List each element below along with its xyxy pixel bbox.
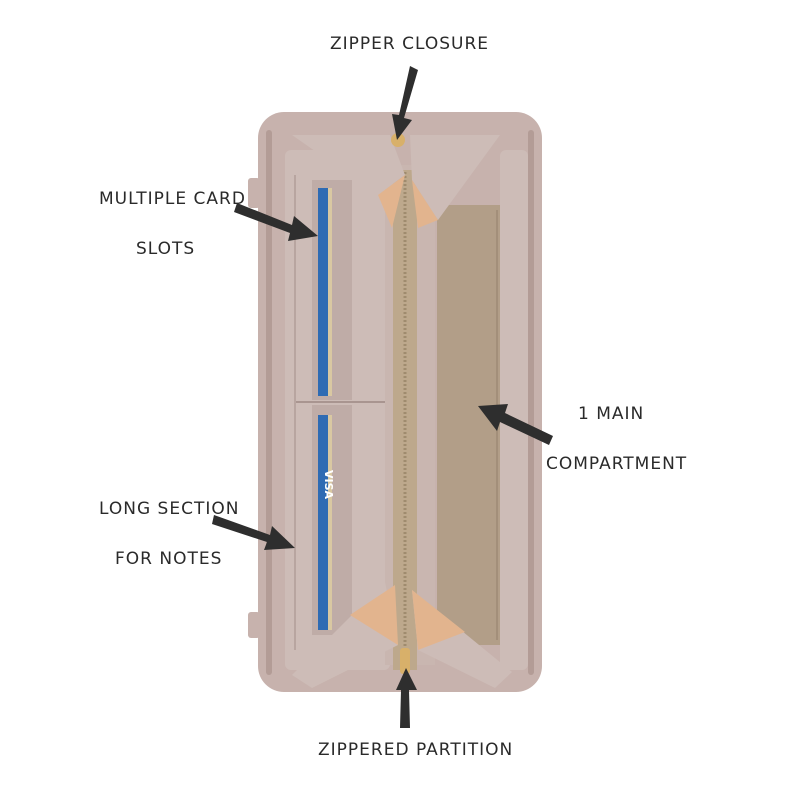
zipper-track-right (528, 130, 534, 675)
bottom-tan-right (412, 590, 465, 650)
partition-zipper-pull (400, 648, 410, 674)
bottom-gusset (292, 582, 512, 688)
arrow-card-slots (234, 203, 318, 241)
label-main-compartment-line2: COMPARTMENT (546, 454, 688, 474)
arrow-notes (212, 515, 295, 550)
top-gusset-right (410, 135, 500, 220)
card-logo: VISA (322, 470, 335, 500)
label-notes-line1: LONG SECTION (99, 499, 240, 519)
label-card-slots-line2: SLOTS (136, 239, 196, 259)
zipper-track-left (266, 130, 272, 675)
label-card-slots-line1: MULTIPLE CARD (99, 189, 246, 209)
label-main-compartment-line1: 1 MAIN (578, 404, 645, 424)
zipper-closure-pull (391, 133, 405, 147)
left-panel: VISA (285, 150, 390, 670)
top-gusset (292, 133, 500, 228)
top-tan-left (378, 175, 405, 228)
main-compartment-panel (500, 150, 528, 670)
arrow-zippered-partition (396, 668, 417, 728)
bottom-tan-left (350, 585, 398, 645)
callout-arrows (212, 66, 553, 728)
arrow-main-compartment (478, 404, 553, 445)
label-zippered-partition: ZIPPERED PARTITION (318, 740, 514, 760)
top-gusset-left (292, 135, 405, 195)
main-compartment-shape (437, 150, 528, 670)
card-stripe-upper (328, 188, 332, 396)
zippered-partition-shape (385, 165, 435, 674)
label-zipper-closure: ZIPPER CLOSURE (330, 34, 490, 54)
side-tab-top (248, 178, 260, 208)
arrow-zipper-closure (392, 66, 418, 140)
side-tab-bottom (248, 612, 260, 638)
label-notes-line2: FOR NOTES (115, 549, 223, 569)
top-tan-right (412, 180, 438, 228)
card-stripe-lower (328, 415, 332, 630)
